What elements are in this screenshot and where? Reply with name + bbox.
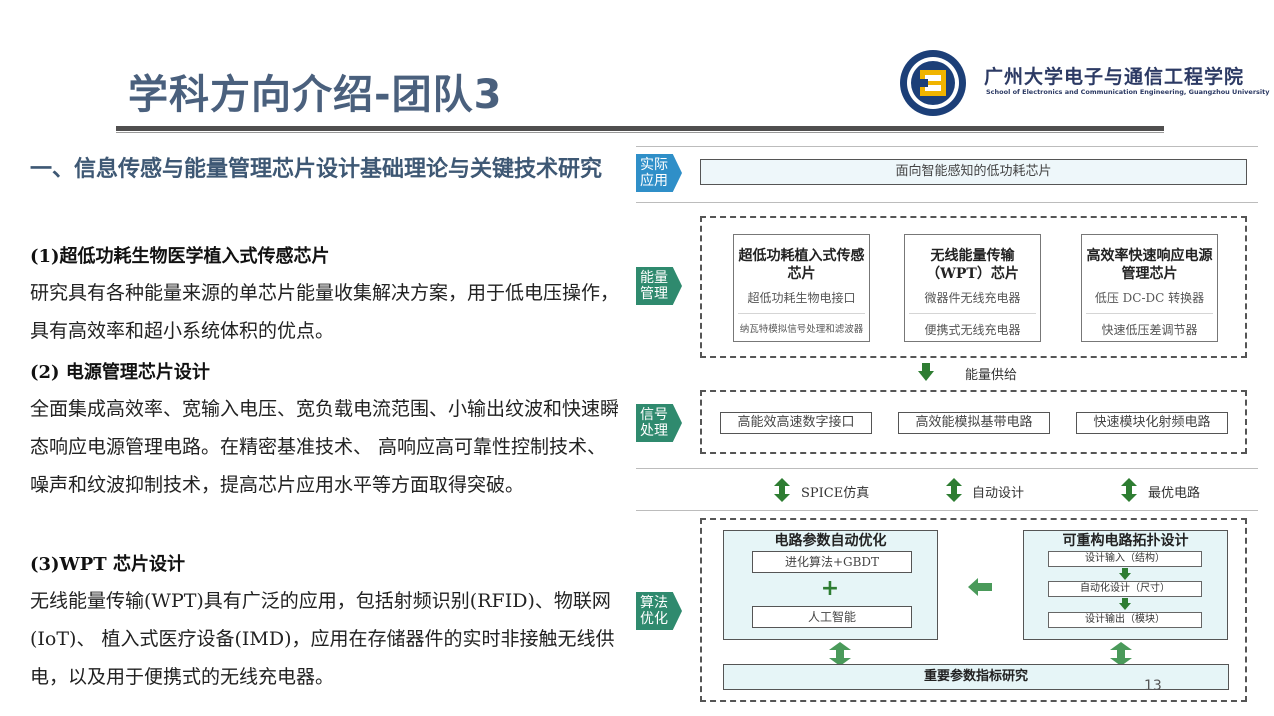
arrow-updown-icon: [774, 478, 790, 502]
chip-item: 低压 DC-DC 转换器: [1094, 291, 1205, 305]
paragraph-1: 研究具有各种能量来源的单芯片能量收集解决方案，用于低电压操作，具有高效率和超小系…: [30, 282, 620, 342]
chip-separator: [738, 313, 865, 314]
reconfig-step: 设计输入（结构）: [1048, 551, 1202, 567]
flow-label-optimal: 最优电路: [1148, 486, 1201, 501]
opt-box-evolution: 进化算法+GBDT: [752, 551, 912, 573]
title-divider: [116, 126, 1164, 131]
tag-signal-processing: 信号处理: [636, 404, 682, 442]
key-parameter-box: 重要参数指标研究: [723, 664, 1229, 690]
paragraph-3: 无线能量传输(WPT)具有广泛的应用，包括射频识别(RFID)、物联网(IoT)…: [30, 590, 615, 688]
tag-energy-management: 能量管理: [636, 267, 682, 305]
flow-label-auto: 自动设计: [972, 486, 1025, 501]
chip-card-wpt: 无线能量传输（WPT）芯片 微器件无线充电器 便携式无线充电器: [904, 234, 1041, 342]
school-name-cn: 广州大学电子与通信工程学院: [984, 66, 1245, 88]
tag-algorithm-optimization: 算法优化: [636, 592, 682, 630]
subheading-2: (2) 电源管理芯片设计: [30, 362, 210, 383]
chip-card-power: 高效率快速响应电源管理芯片 低压 DC-DC 转换器 快速低压差调节器: [1081, 234, 1218, 342]
school-name-en: School of Electronics and Communication …: [986, 88, 1270, 96]
signal-processing-container: [700, 390, 1247, 454]
arrow-down-icon: [918, 363, 934, 381]
signal-box-digital: 高能效高速数字接口: [720, 412, 872, 434]
arrow-updown-icon: [1110, 642, 1132, 666]
param-optimization-title: 电路参数自动优化: [774, 533, 887, 549]
chip-title: 高效率快速响应电源管理芯片: [1086, 248, 1213, 282]
application-box: 面向智能感知的低功耗芯片: [700, 159, 1247, 185]
chip-card-implant: 超低功耗植入式传感芯片 超低功耗生物电接口 纳瓦特模拟信号处理和滤波器: [733, 234, 870, 342]
diagram-separator: [636, 510, 1258, 511]
chip-separator: [909, 313, 1036, 314]
arrow-down-icon: [1119, 568, 1131, 580]
signal-box-rf: 快速模块化射频电路: [1076, 412, 1228, 434]
chip-separator: [1086, 313, 1213, 314]
arrow-updown-icon: [1121, 478, 1137, 502]
signal-box-analog: 高效能模拟基带电路: [898, 412, 1050, 434]
section-title: 一、信息传感与能量管理芯片设计基础理论与关键技术研究: [30, 157, 603, 182]
flow-label-spice: SPICE仿真: [801, 486, 870, 501]
opt-box-ai: 人工智能: [752, 606, 912, 628]
chip-title: 超低功耗植入式传感芯片: [738, 248, 865, 282]
energy-supply-label: 能量供给: [965, 368, 1018, 383]
algorithm-container: [700, 518, 1247, 702]
diagram-separator: [636, 146, 1258, 147]
diagram-separator: [636, 468, 1258, 469]
energy-management-container: [700, 216, 1247, 358]
subheading-1: (1)超低功耗生物医学植入式传感芯片: [30, 246, 330, 267]
university-seal-icon: [900, 50, 966, 116]
reconfig-topology-title: 可重构电路拓扑设计: [1062, 533, 1189, 549]
arrow-updown-icon: [946, 478, 962, 502]
title-divider-thin: [116, 132, 1164, 133]
page-number: 13: [1144, 678, 1162, 694]
plus-icon: +: [820, 576, 840, 601]
chip-item: 快速低压差调节器: [1101, 323, 1198, 337]
chip-item: 超低功耗生物电接口: [747, 291, 856, 305]
arrow-left-icon: [968, 578, 992, 596]
arrow-down-icon: [1119, 598, 1131, 610]
arrow-updown-icon: [829, 642, 851, 666]
reconfig-step: 设计输出（模块）: [1048, 612, 1202, 628]
subheading-3: (3)WPT 芯片设计: [30, 554, 185, 575]
chip-title: 无线能量传输（WPT）芯片: [926, 248, 1019, 282]
chip-item: 便携式无线充电器: [924, 323, 1021, 337]
diagram-separator: [636, 202, 1258, 203]
chip-item: 纳瓦特模拟信号处理和滤波器: [739, 324, 864, 335]
chip-item: 微器件无线充电器: [924, 291, 1021, 305]
page-title: 学科方向介绍-团队3: [128, 72, 503, 118]
tag-application: 实际应用: [636, 154, 682, 192]
reconfig-step: 自动化设计（尺寸）: [1048, 581, 1202, 597]
paragraph-2: 全面集成高效率、宽输入电压、宽负载电流范围、小输出纹波和快速瞬态响应电源管理电路…: [30, 398, 620, 496]
